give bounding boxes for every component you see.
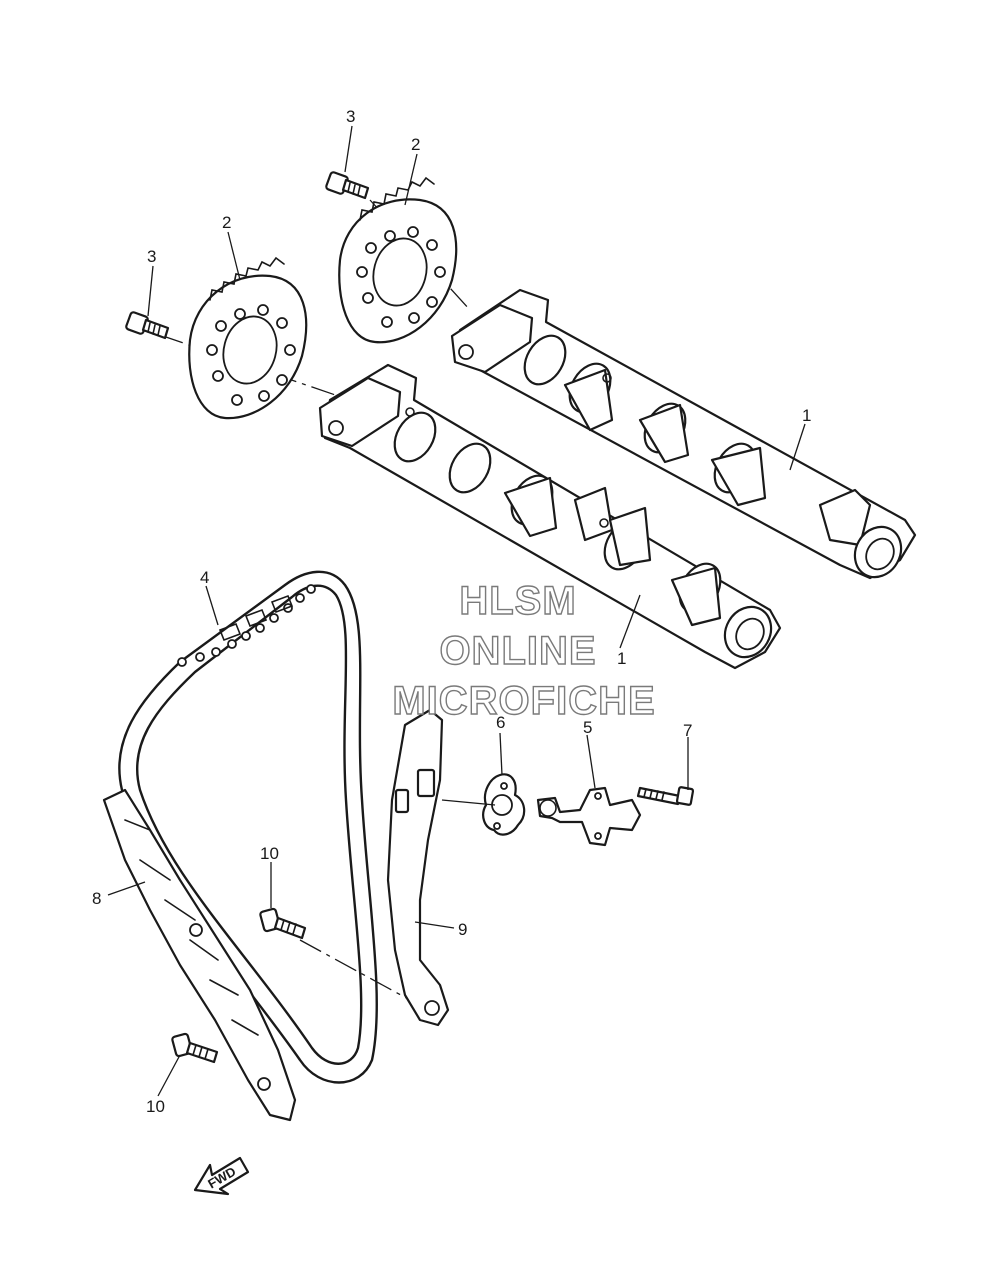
callout-guide-bolt-upper: 10 bbox=[260, 844, 279, 863]
sprocket-upper bbox=[338, 176, 458, 344]
sprocket-lower bbox=[188, 256, 308, 420]
callout-guide-bolt-lower: 10 bbox=[146, 1097, 165, 1116]
callout-gasket: 6 bbox=[496, 713, 505, 732]
watermark-line-1: HLSM bbox=[459, 579, 576, 623]
callout-guide-front: 8 bbox=[92, 889, 101, 908]
callout-bolt-lower: 3 bbox=[147, 247, 156, 266]
callout-camshaft-upper: 1 bbox=[802, 406, 811, 425]
tensioner-bolt bbox=[636, 786, 695, 806]
leader-lines bbox=[107, 125, 806, 1097]
callout-camshaft-lower: 1 bbox=[617, 649, 626, 668]
callout-tensioner: 5 bbox=[583, 718, 592, 737]
callout-sprocket-lower: 2 bbox=[222, 213, 231, 232]
callout-guide-rear: 9 bbox=[458, 920, 467, 939]
cam-chain-tensioner bbox=[536, 786, 642, 847]
bolt-upper bbox=[325, 171, 370, 200]
callout-labels: 3 2 2 3 1 1 4 5 6 7 8 9 10 10 bbox=[92, 107, 811, 1116]
gasket bbox=[482, 773, 526, 836]
callout-bolt-upper: 3 bbox=[346, 107, 355, 126]
callout-chain: 4 bbox=[200, 568, 209, 587]
chain-guide-front bbox=[102, 788, 297, 1122]
watermark-line-3: MICROFICHE bbox=[392, 679, 655, 723]
watermark: HLSM ONLINE MICROFICHE bbox=[392, 578, 656, 723]
camshaft-upper bbox=[450, 288, 917, 580]
watermark-line-2: ONLINE bbox=[439, 629, 596, 673]
forward-direction-arrow: FWD bbox=[193, 1156, 250, 1196]
bolt-lower bbox=[125, 311, 170, 340]
chain-guide-rear bbox=[386, 708, 450, 1027]
callout-sprocket-upper: 2 bbox=[411, 135, 420, 154]
guide-bolt-upper bbox=[259, 907, 307, 940]
guide-bolt-lower bbox=[171, 1032, 219, 1064]
callout-tensioner-bolt: 7 bbox=[683, 721, 692, 740]
camshaft-lower bbox=[318, 363, 782, 670]
